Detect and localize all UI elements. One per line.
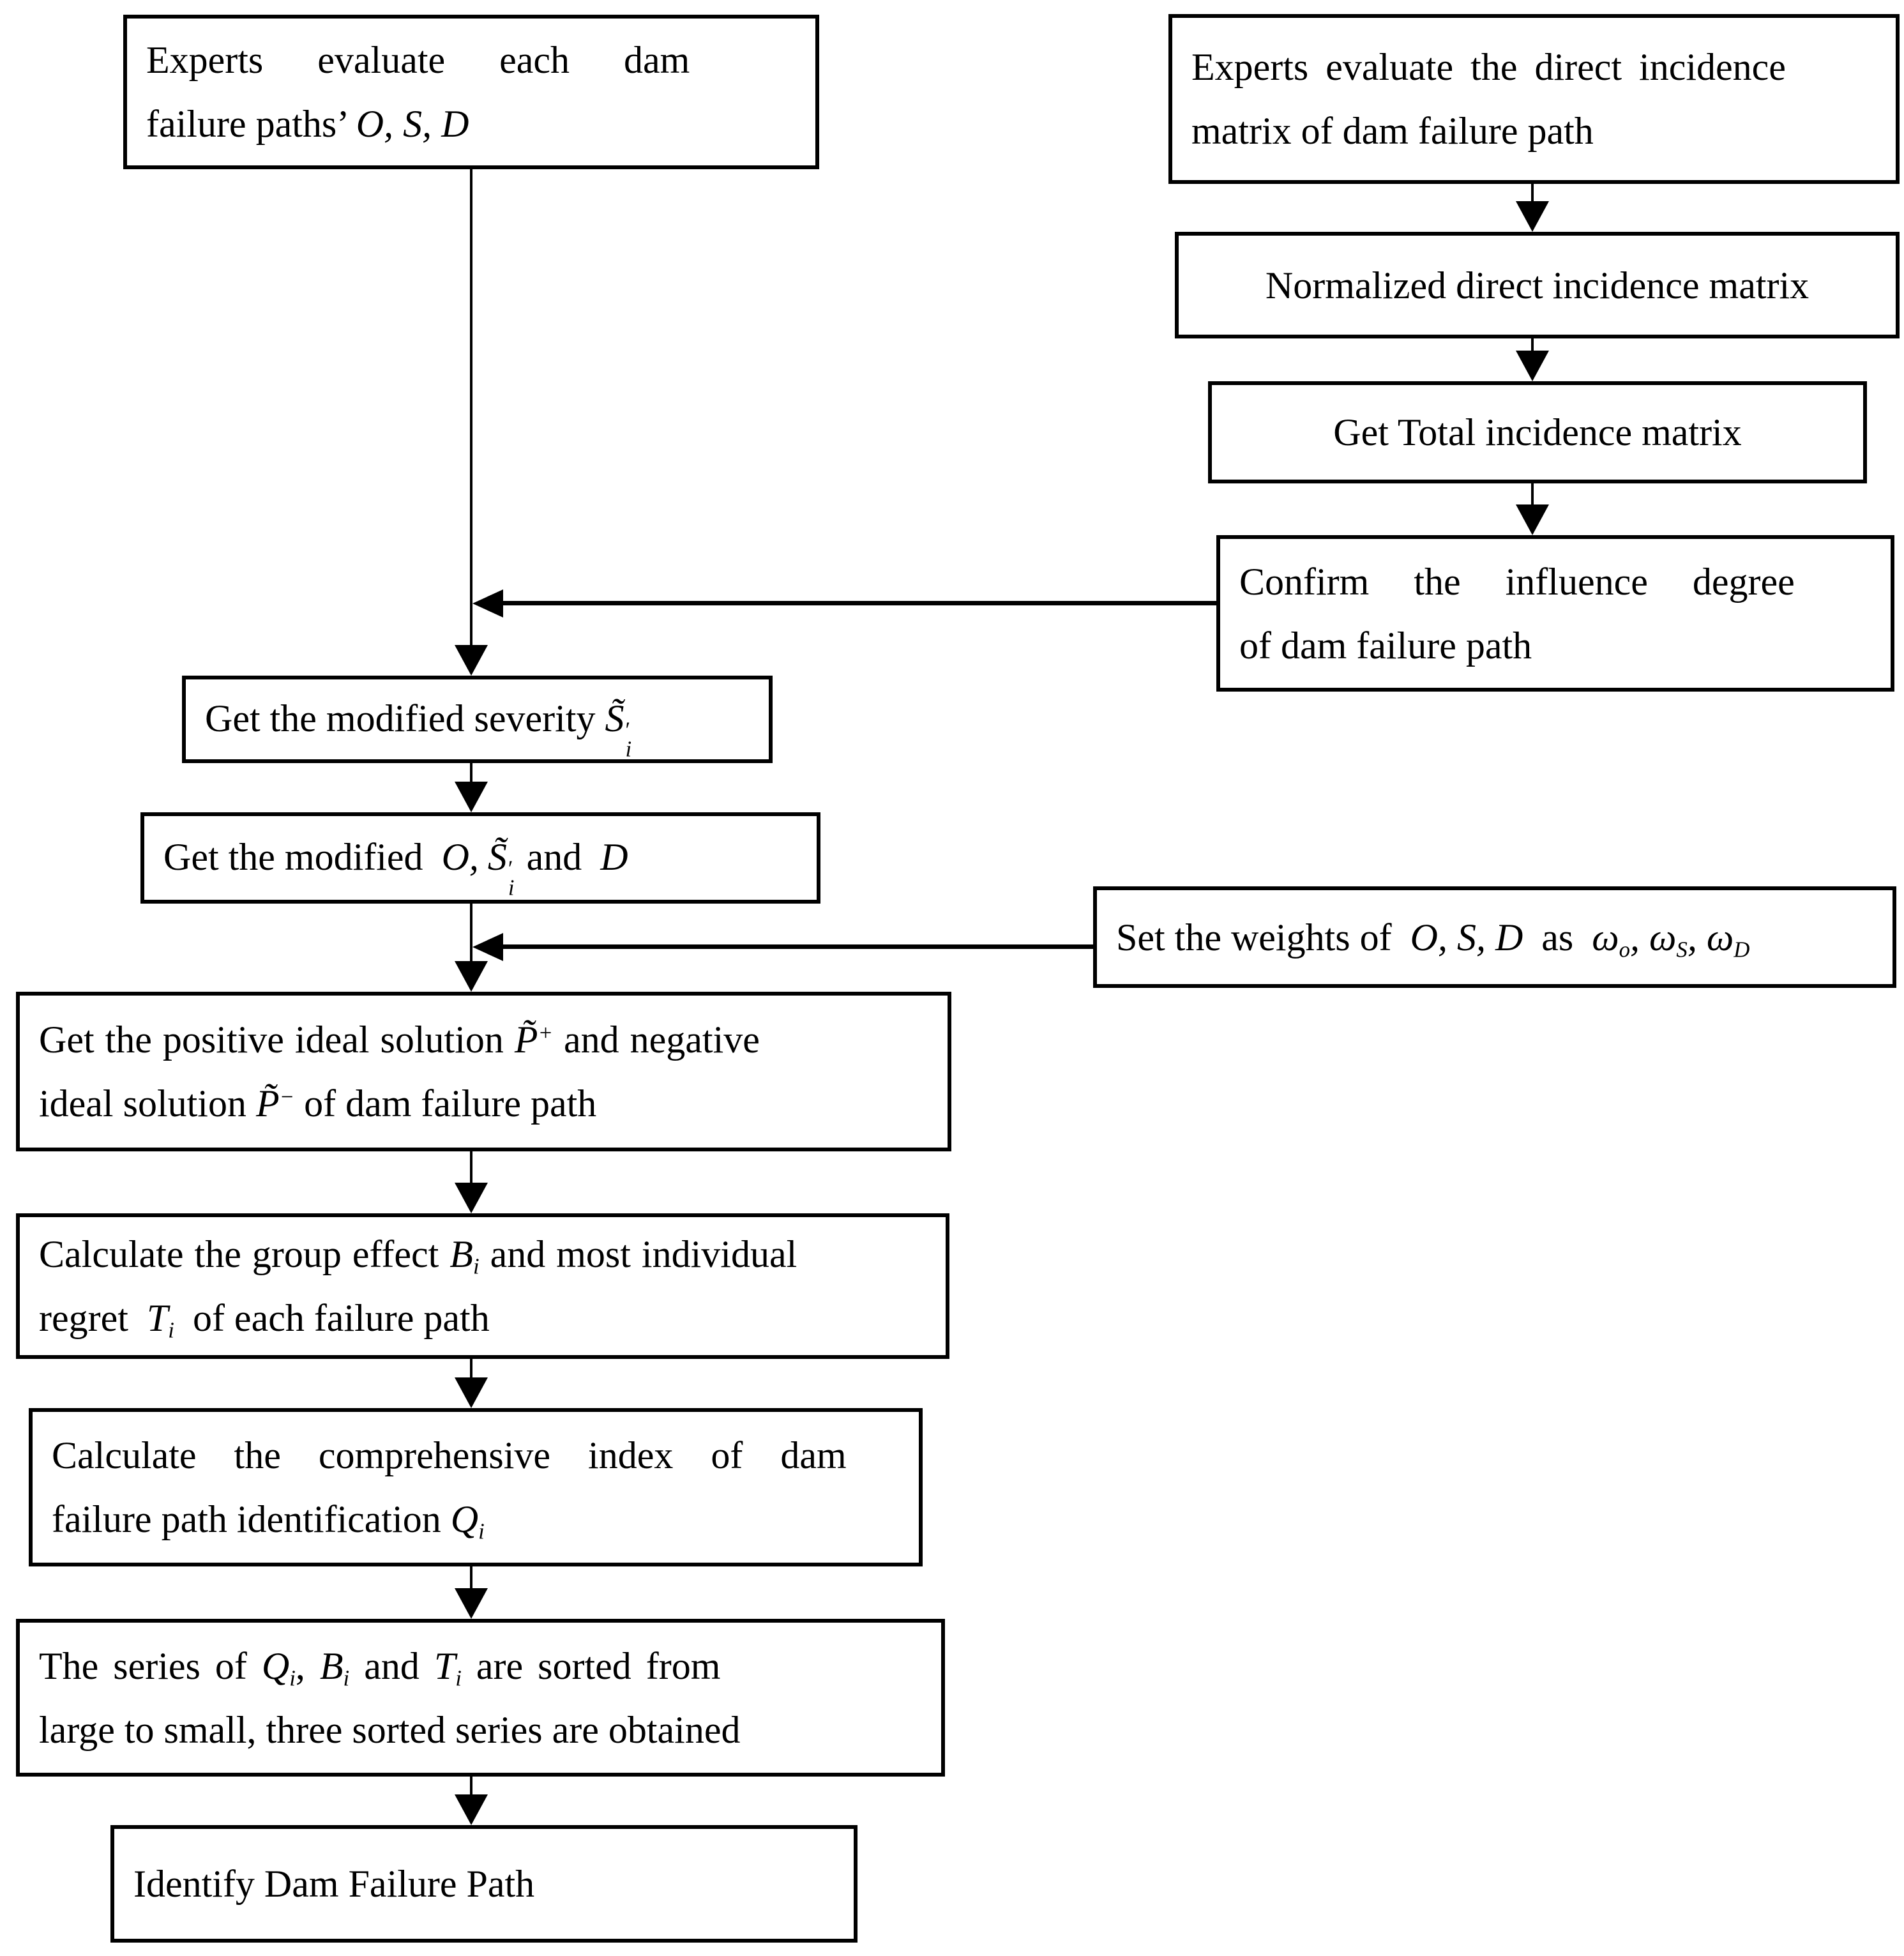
box-confirm-influence-degree: Confirm the influence degree of dam fail…	[1216, 535, 1894, 692]
connector-b11-to-b12	[470, 1566, 472, 1588]
arrowhead-into-b7	[455, 782, 488, 812]
box-text-line: Set the weights of O, S, D as ωo, ωS, ωD	[1116, 916, 1750, 962]
box-text-line: Experts evaluate the direct incidence	[1191, 46, 1786, 88]
box-text-line: Identify Dam Failure Path	[133, 1863, 535, 1905]
connector-b2-to-b3	[1531, 184, 1534, 201]
arrowhead-into-b11	[455, 1377, 488, 1408]
sup-sub-stack: ′i	[508, 856, 515, 900]
arrowhead-into-b12	[455, 1588, 488, 1619]
box-get-modified-severity: Get the modified severity S̃′i	[182, 676, 773, 763]
box-experts-evaluate-osd: Experts evaluate each dam failure paths’…	[123, 15, 819, 169]
arrowhead-into-b13	[455, 1794, 488, 1825]
connector-b4-to-b5	[1531, 483, 1534, 504]
box-get-modified-osd: Get the modified O,S̃′i and D	[140, 812, 820, 904]
connector-b10-to-b11	[470, 1359, 472, 1377]
box-normalized-direct-incidence-matrix: Normalized direct incidence matrix	[1175, 232, 1900, 338]
omega-symbol: ωo, ωS, ωD	[1592, 916, 1750, 962]
arrowhead-into-b3	[1516, 201, 1549, 232]
t-i-symbol: Ti	[434, 1644, 462, 1690]
connector-b8-to-junction	[502, 944, 1093, 949]
box-text-line: matrix of dam failure path	[1191, 110, 1594, 152]
box-sort-series: The series of Qi, Bi and Ti are sorted f…	[16, 1619, 945, 1777]
box-get-total-incidence-matrix: Get Total incidence matrix	[1208, 381, 1867, 483]
box-text-line: Get the positive ideal solution P̃+ and …	[39, 1019, 760, 1061]
box-text-line: regret Ti of each failure path	[39, 1297, 490, 1343]
q-i-symbol: Qi	[450, 1498, 485, 1544]
box-calc-group-effect-regret: Calculate the group effect Bi and most i…	[16, 1213, 949, 1359]
box-text-line: Get the modified O,S̃′i and D	[163, 835, 628, 900]
arrowhead-b8-junction	[472, 933, 503, 961]
connector-b3-to-b4	[1531, 338, 1534, 351]
box-text-line: Normalized direct incidence matrix	[1265, 264, 1810, 307]
box-identify-dam-failure-path: Identify Dam Failure Path	[110, 1825, 858, 1943]
box-text-line: The series of Qi, Bi and Ti are sorted f…	[39, 1644, 721, 1690]
box-calc-comprehensive-index: Calculate the comprehensive index of dam…	[29, 1408, 923, 1566]
box-text-line: Get the modified severity S̃′i	[205, 697, 632, 762]
t-i-symbol: Ti	[146, 1297, 174, 1343]
connector-b9-to-b10	[470, 1151, 472, 1183]
box-set-weights: Set the weights of O, S, D as ωo, ωS, ωD	[1093, 886, 1896, 988]
q-i-symbol: Qi	[261, 1644, 296, 1690]
box-text-line: of dam failure path	[1239, 624, 1532, 667]
arrowhead-into-b9	[455, 961, 488, 992]
box-text-line: large to small, three sorted series are …	[39, 1708, 741, 1751]
connector-b7-to-b9	[470, 904, 472, 961]
arrowhead-b5-junction	[472, 589, 503, 618]
b-i-symbol: Bi	[450, 1233, 480, 1279]
arrowhead-into-b5	[1516, 504, 1549, 535]
p-tilde-minus-symbol: P̃−	[255, 1082, 295, 1125]
arrowhead-into-b6	[455, 645, 488, 676]
connector-b1-to-b6	[470, 169, 472, 645]
arrowhead-into-b4	[1516, 351, 1549, 381]
connector-b5-to-junction	[502, 601, 1216, 605]
box-experts-evaluate-incidence-matrix: Experts evaluate the direct incidence ma…	[1168, 14, 1900, 184]
box-text-line: ideal solution P̃− of dam failure path	[39, 1082, 597, 1125]
p-tilde-plus-symbol: P̃+	[514, 1019, 554, 1061]
box-text-line: Calculate the group effect Bi and most i…	[39, 1233, 797, 1279]
s-tilde-symbol: S̃	[487, 835, 507, 878]
sup-sub-stack: ′i	[625, 717, 632, 762]
b-i-symbol: Bi	[319, 1644, 350, 1690]
box-get-ideal-solutions: Get the positive ideal solution P̃+ and …	[16, 992, 951, 1151]
box-text-line: Calculate the comprehensive index of dam	[52, 1434, 847, 1476]
s-tilde-symbol: S̃	[605, 697, 624, 739]
box-text-line: failure paths’ O, S, D	[146, 103, 469, 145]
box-text-line: Get Total incidence matrix	[1333, 411, 1742, 453]
box-text-line: Experts evaluate each dam	[146, 39, 690, 81]
connector-b12-to-b13	[470, 1777, 472, 1794]
box-text-line: Confirm the influence degree	[1239, 560, 1795, 603]
connector-b6-to-b7	[470, 762, 472, 783]
box-text-line: failure path identification Qi	[52, 1498, 485, 1544]
arrowhead-into-b10	[455, 1183, 488, 1213]
